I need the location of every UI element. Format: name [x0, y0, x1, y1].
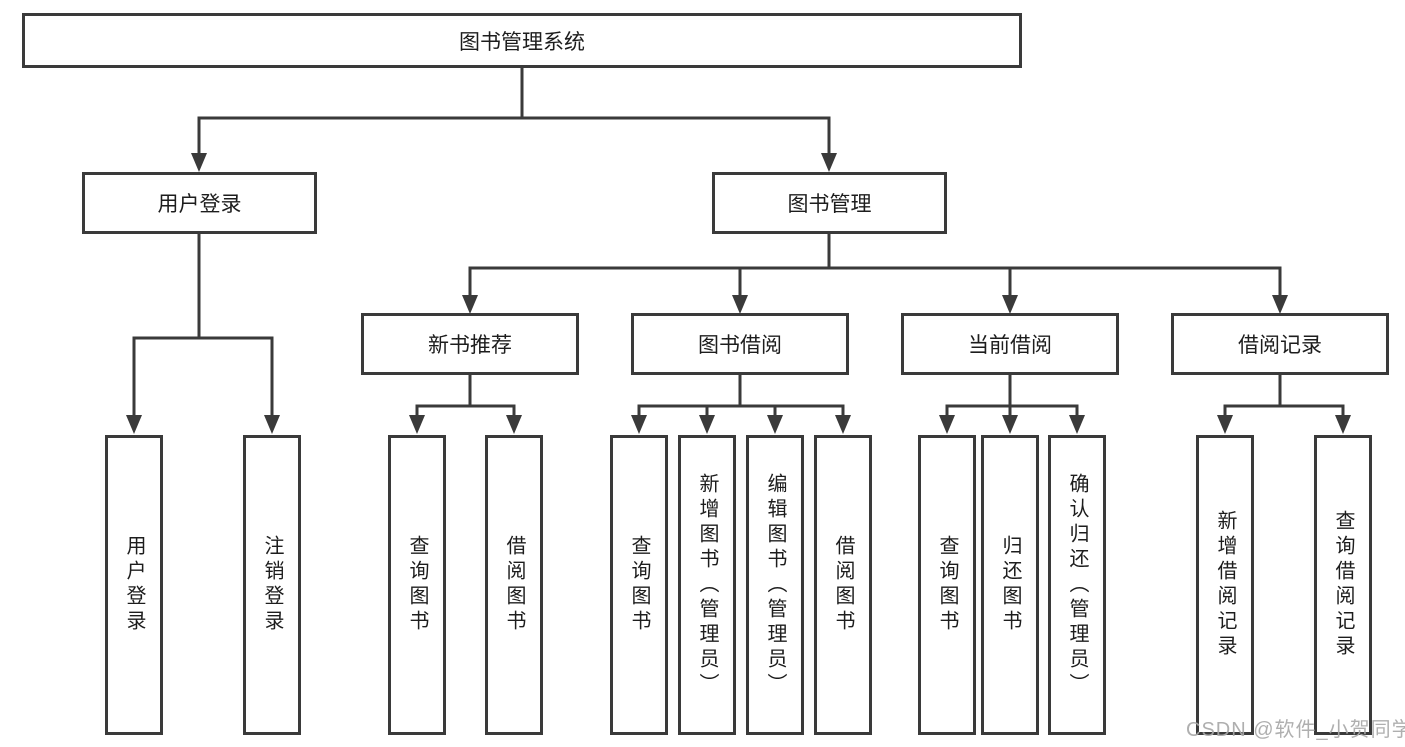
leaf-query-books-recommend: 查询图书: [388, 435, 446, 735]
leaf-edit-books-admin: 编辑图书（管理员）: [746, 435, 804, 735]
leaf-query-books-current-label: 查询图书: [936, 535, 958, 635]
node-book-borrowing: 图书借阅: [631, 313, 849, 375]
leaf-add-borrow-record-label: 新增借阅记录: [1214, 510, 1236, 660]
node-borrowing-records: 借阅记录: [1171, 313, 1389, 375]
node-root: 图书管理系统: [22, 13, 1022, 68]
leaf-add-books-admin: 新增图书（管理员）: [678, 435, 736, 735]
leaf-user-login-label: 用户登录: [123, 535, 145, 635]
leaf-user-login: 用户登录: [105, 435, 163, 735]
leaf-query-books-current: 查询图书: [918, 435, 976, 735]
node-root-label: 图书管理系统: [459, 30, 585, 54]
leaf-query-books-borrowing: 查询图书: [610, 435, 668, 735]
arrowheads: [126, 153, 1351, 434]
leaf-return-books-label: 归还图书: [999, 535, 1021, 635]
node-new-book-recommend-label: 新书推荐: [428, 334, 512, 357]
leaf-borrow-books-borrowing-label: 借阅图书: [832, 535, 854, 635]
leaf-query-borrow-record-label: 查询借阅记录: [1332, 510, 1354, 660]
leaf-add-borrow-record: 新增借阅记录: [1196, 435, 1254, 735]
leaf-borrow-books-borrowing: 借阅图书: [814, 435, 872, 735]
csdn-watermark: CSDN @软件_小贺同学: [1186, 719, 1405, 741]
node-borrowing-records-label: 借阅记录: [1238, 334, 1322, 357]
leaf-add-books-admin-label: 新增图书（管理员）: [696, 472, 718, 698]
leaf-return-books: 归还图书: [981, 435, 1039, 735]
node-user-login: 用户登录: [82, 172, 317, 234]
node-current-borrowing: 当前借阅: [901, 313, 1119, 375]
leaf-query-books-recommend-label: 查询图书: [406, 535, 428, 635]
leaf-borrow-books-recommend-label: 借阅图书: [503, 535, 525, 635]
leaf-confirm-return-admin: 确认归还（管理员）: [1048, 435, 1106, 735]
leaf-logout: 注销登录: [243, 435, 301, 735]
node-new-book-recommend: 新书推荐: [361, 313, 579, 375]
leaf-edit-books-admin-label: 编辑图书（管理员）: [764, 472, 786, 698]
node-current-borrowing-label: 当前借阅: [968, 334, 1052, 357]
node-book-management-label: 图书管理: [787, 193, 872, 216]
leaf-query-books-borrowing-label: 查询图书: [628, 535, 650, 635]
node-user-login-label: 用户登录: [157, 193, 242, 216]
leaf-confirm-return-admin-label: 确认归还（管理员）: [1066, 472, 1088, 698]
leaf-borrow-books-recommend: 借阅图书: [485, 435, 543, 735]
node-book-borrowing-label: 图书借阅: [698, 334, 782, 357]
leaf-query-borrow-record: 查询借阅记录: [1314, 435, 1372, 735]
leaf-logout-label: 注销登录: [261, 535, 283, 635]
node-book-management: 图书管理: [712, 172, 947, 234]
